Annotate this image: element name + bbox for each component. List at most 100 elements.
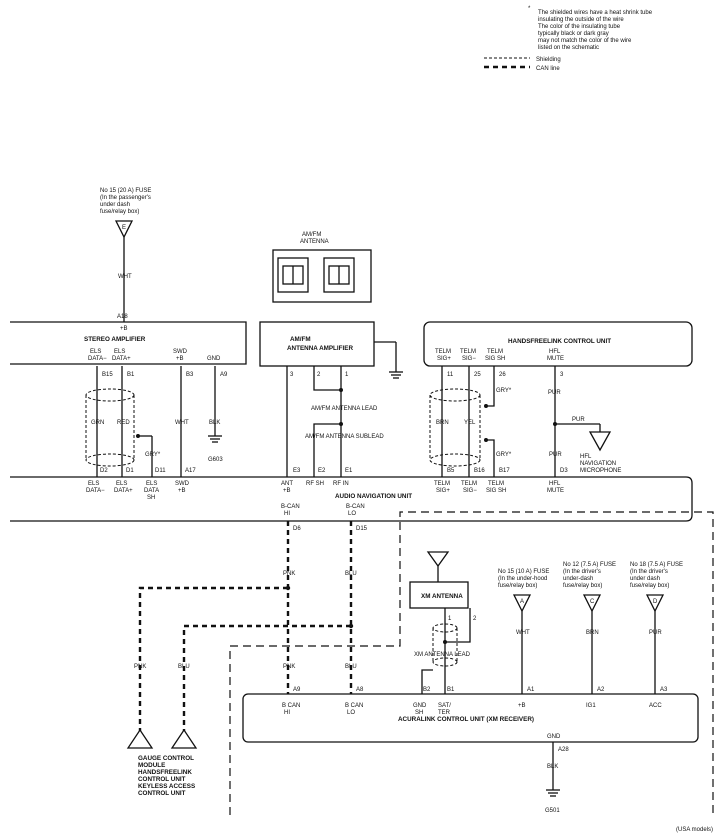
svg-text:fuse/relay box): fuse/relay box) [498, 583, 537, 589]
svg-text:The shielded wires have a heat: The shielded wires have a heat shrink tu… [538, 10, 653, 16]
svg-text:SIG−: SIG− [463, 488, 477, 494]
svg-text:GND: GND [413, 703, 427, 709]
svg-text:SIG−: SIG− [462, 356, 476, 362]
svg-text:BLU: BLU [345, 664, 357, 670]
svg-text:ELS: ELS [114, 349, 125, 355]
svg-text:SAT/: SAT/ [438, 703, 451, 709]
module-connector-icon [126, 728, 154, 749]
svg-text:(In the driver's: (In the driver's [563, 569, 601, 575]
svg-text:2: 2 [317, 372, 321, 378]
svg-text:KEYLESS ACCESS: KEYLESS ACCESS [138, 783, 195, 790]
svg-text:B5: B5 [447, 468, 455, 474]
svg-text:B-CAN: B-CAN [281, 504, 300, 510]
svg-text:+B: +B [176, 356, 184, 362]
svg-text:YEL: YEL [464, 420, 476, 426]
svg-text:D3: D3 [560, 468, 568, 474]
svg-text:(In the passenger's: (In the passenger's [100, 195, 151, 201]
svg-text:IG1: IG1 [586, 703, 596, 709]
svg-text:BRN: BRN [436, 420, 449, 426]
svg-text:fuse/relay box): fuse/relay box) [563, 583, 602, 589]
svg-text:MUTE: MUTE [547, 356, 564, 362]
svg-text:PNK: PNK [283, 571, 295, 577]
svg-text:The color of the insulating tu: The color of the insulating tube [538, 24, 621, 30]
svg-text:+B: +B [283, 488, 291, 494]
svg-text:GND: GND [547, 734, 561, 740]
svg-text:26: 26 [499, 372, 506, 378]
svg-text:HFL: HFL [549, 481, 561, 487]
svg-text:A17: A17 [185, 468, 196, 474]
svg-text:BLK: BLK [547, 764, 558, 770]
svg-text:A18: A18 [117, 314, 128, 320]
svg-text:AM/FM ANTENNA SUBLEAD: AM/FM ANTENNA SUBLEAD [305, 434, 384, 440]
svg-text:PUR: PUR [649, 630, 662, 636]
svg-text:ANTENNA AMPLIFIER: ANTENNA AMPLIFIER [287, 345, 353, 352]
svg-text:PUR: PUR [548, 390, 561, 396]
svg-text:under dash: under dash [100, 202, 130, 208]
acuralink-control-unit-box [242, 693, 699, 743]
svg-text:HI: HI [284, 511, 290, 517]
svg-text:LO: LO [348, 511, 356, 517]
svg-text:under-dash: under-dash [563, 576, 593, 582]
svg-text:TELM: TELM [434, 481, 450, 487]
svg-text:XM ANTENNA LEAD: XM ANTENNA LEAD [414, 652, 471, 658]
svg-text:GRN: GRN [91, 420, 104, 426]
acuralink-title: ACURALINK CONTROL UNIT (XM RECEIVER) [398, 716, 534, 723]
microphone-connector-icon [588, 431, 612, 452]
svg-text:XM ANTENNA: XM ANTENNA [421, 593, 463, 600]
svg-text:A8: A8 [356, 687, 364, 693]
svg-text:B1: B1 [447, 687, 455, 693]
svg-text:NAVIGATION: NAVIGATION [580, 461, 616, 467]
svg-text:No 18 (7.5 A) FUSE: No 18 (7.5 A) FUSE [630, 562, 683, 568]
svg-text:TELM: TELM [460, 349, 476, 355]
svg-text:D2: D2 [100, 468, 108, 474]
shielding-icon [429, 388, 481, 402]
svg-text:A9: A9 [220, 372, 228, 378]
svg-text:D15: D15 [356, 526, 368, 532]
svg-text:PUR: PUR [549, 452, 562, 458]
acuralink-boundary [229, 511, 714, 815]
svg-text:HFL: HFL [580, 454, 592, 460]
connector-triangle-icon [582, 594, 602, 613]
svg-text:C: C [590, 599, 595, 605]
svg-text:GRY*: GRY* [145, 452, 161, 458]
svg-text:RF IN: RF IN [333, 481, 349, 487]
svg-text:TELM: TELM [487, 349, 503, 355]
svg-text:MICROPHONE: MICROPHONE [580, 468, 621, 474]
handsfreelink-control-unit-box [423, 321, 693, 367]
svg-text:WHT: WHT [516, 630, 530, 636]
handsfreelink-title: HANDSFREELINK CONTROL UNIT [508, 338, 611, 345]
legend: * The shielded wires have a heat shrink … [484, 6, 653, 72]
svg-text:B16: B16 [474, 468, 485, 474]
svg-text:DATA−: DATA− [86, 488, 105, 494]
svg-text:B2: B2 [423, 687, 431, 693]
svg-text:A28: A28 [558, 747, 569, 753]
stereo-amplifier-title: STEREO AMPLIFIER [84, 336, 146, 343]
svg-text:MUTE: MUTE [547, 488, 564, 494]
svg-text:ANTENNA: ANTENNA [300, 239, 329, 245]
svg-text:WHT: WHT [118, 274, 132, 280]
svg-text:BRN: BRN [586, 630, 599, 636]
svg-text:3: 3 [290, 372, 294, 378]
svg-text:E1: E1 [345, 468, 353, 474]
svg-text:insulating the outside of the: insulating the outside of the wire [538, 17, 624, 23]
svg-text:D: D [653, 599, 658, 605]
svg-text:(In the under-hood: (In the under-hood [498, 576, 547, 582]
svg-text:G603: G603 [208, 457, 223, 463]
svg-text:(In the driver's: (In the driver's [630, 569, 668, 575]
svg-text:SIG SH: SIG SH [485, 356, 505, 362]
svg-text:A2: A2 [597, 687, 605, 693]
svg-text:RED: RED [117, 420, 130, 426]
connector-triangle-icon [512, 594, 532, 613]
footnote: (USA models) [676, 827, 713, 833]
shielding-icon [85, 388, 135, 402]
svg-text:ACC: ACC [649, 703, 662, 709]
amfm-antenna-amplifier-box [259, 321, 375, 367]
fuse-a: No 15 (10 A) FUSE (In the under-hood fus… [498, 569, 549, 694]
fuse-c: No 12 (7.5 A) FUSE (In the driver's unde… [563, 562, 616, 694]
svg-text:E3: E3 [293, 468, 301, 474]
svg-text:+B: +B [120, 326, 128, 332]
svg-text:B-CAN: B-CAN [346, 504, 365, 510]
svg-text:B CAN: B CAN [282, 703, 300, 709]
svg-text:DATA−: DATA− [88, 356, 107, 362]
svg-text:ELS: ELS [146, 481, 157, 487]
